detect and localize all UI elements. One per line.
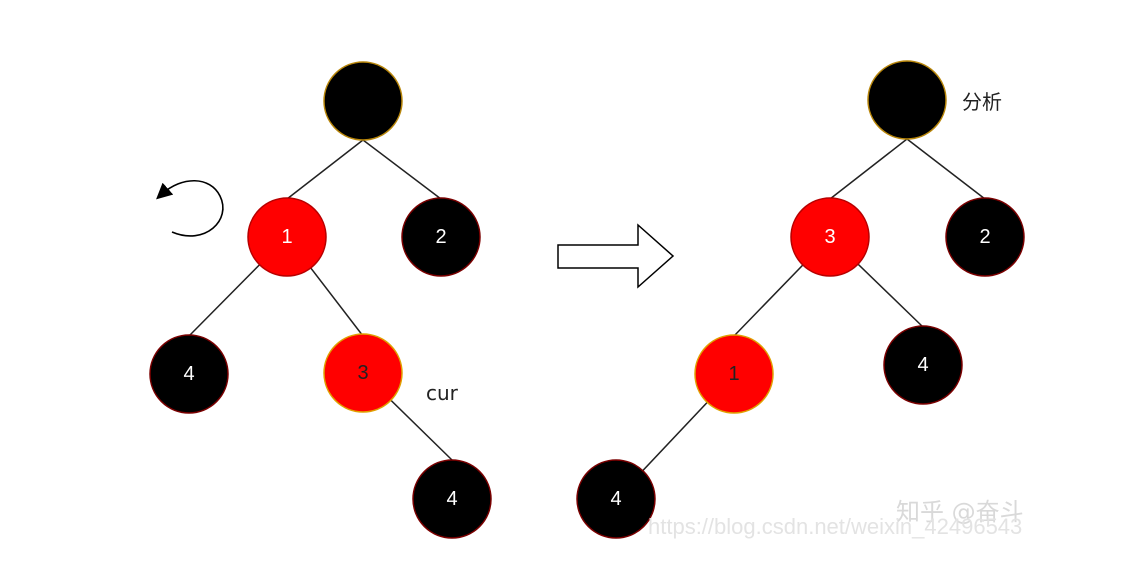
left-node-3-circle [323,333,403,413]
right-node-4b-label: 4 [610,488,621,510]
left-node-4a-label: 4 [183,363,194,385]
right-node-4a-circle [883,325,963,405]
right-node-2: 2 [945,197,1025,277]
right-hollow-arrow-icon [557,223,675,289]
left-node-3-label: 3 [357,362,368,384]
right-node-root-circle [867,60,947,140]
right-node-3: 3 [790,197,870,277]
right-edge-root-2 [906,138,986,200]
watermark-url: https://blog.csdn.net/weixin_42496543 [648,514,1022,539]
cur-annotation: cur [426,381,459,405]
right-edge-root-3 [829,138,908,200]
left-node-4a-circle [149,334,229,414]
right-node-1-circle [694,334,774,414]
right-node-2-circle [945,197,1025,277]
watermark-brand: 知乎 @奋斗 [896,498,1024,526]
left-node-1: 1 [247,197,327,277]
left-node-4b-circle [412,459,492,539]
left-node-4b: 4 [412,459,492,539]
left-tree: 1 2 4 3 4 cur [149,61,492,539]
left-node-4a: 4 [149,334,229,414]
analysis-annotation: 分析 [962,90,1002,114]
right-node-4b: 4 [576,459,656,539]
left-node-1-circle [247,197,327,277]
left-node-2-circle [401,197,481,277]
right-tree: 3 2 1 4 4 分析 [576,60,1025,539]
counterclockwise-rotation-icon [156,180,224,237]
right-node-4b-circle [576,459,656,539]
watermark: 知乎 @奋斗 https://blog.csdn.net/weixin_4249… [648,498,1024,539]
right-node-4a-label: 4 [917,354,928,376]
right-node-3-circle [790,197,870,277]
right-node-2-label: 2 [979,226,990,248]
left-node-root [323,61,403,141]
right-node-1-label: 1 [728,363,739,385]
left-edge-root-2 [362,139,442,200]
left-node-2: 2 [401,197,481,277]
left-node-root-circle [323,61,403,141]
right-node-1: 1 [694,334,774,414]
left-node-2-label: 2 [435,226,446,248]
right-node-3-label: 3 [824,226,835,248]
left-edge-root-1 [286,139,364,200]
right-node-4a: 4 [883,325,963,405]
right-node-root [867,60,947,140]
left-node-1-label: 1 [281,226,292,248]
left-node-3: 3 [323,333,403,413]
left-node-4b-label: 4 [446,488,457,510]
